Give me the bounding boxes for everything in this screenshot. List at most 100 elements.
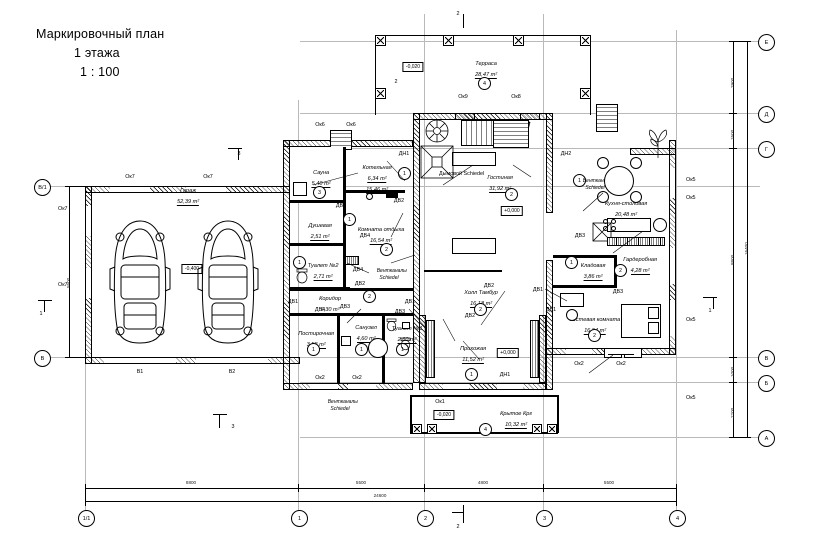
gridline-2: [424, 14, 425, 516]
dim-tick-r4: [729, 382, 737, 383]
marker-wc2: 1: [293, 256, 306, 269]
plant-icon-kitchen: [649, 129, 667, 158]
guest-lamp: [566, 309, 578, 321]
entry-closet-left: [426, 320, 435, 378]
wall-utility-v1: [337, 313, 340, 383]
room-shower-label: Душевая 2,51 m²: [302, 218, 332, 246]
dim-tick-l1: [65, 357, 85, 358]
chair-3: [597, 191, 609, 203]
level-porch: -0,020: [433, 410, 455, 420]
room-entry-area: 11,52 m²: [462, 356, 484, 365]
level-living: +0,000: [500, 206, 524, 216]
axis-marker-h-0: 1/1: [78, 510, 95, 527]
room-corridor-area: 6,30 m²: [320, 306, 340, 315]
dim-v-3: 8800: [730, 254, 735, 265]
gridline-3: [543, 14, 544, 516]
toilet-icon-wc2: [296, 268, 308, 284]
door-label-dv3-c: ДВ3: [574, 233, 586, 239]
dim-tick-b0: [85, 484, 86, 506]
axis-marker-v-e: Е: [758, 34, 775, 51]
section-line-garage: [238, 148, 239, 160]
entry-closet-right: [530, 320, 539, 378]
porch-edge-left: [410, 395, 412, 433]
axis-marker-v-b: В: [758, 350, 775, 367]
window-bottom-left-2: [348, 383, 376, 390]
window-right-lower: [669, 300, 676, 336]
vent-duct-center: [345, 256, 359, 265]
marker-pantry: 1: [565, 256, 578, 269]
window-garage-top-right: [186, 186, 226, 193]
room-shower-area: 2,51 m²: [310, 233, 330, 242]
house-wall-midright-upper: [546, 113, 553, 213]
terrace-column-br: [580, 88, 591, 99]
door-label-dv2-b: ДВ2: [354, 281, 366, 287]
bathtub-icon: [368, 338, 388, 358]
window-label-right-upper: Ок5: [686, 177, 696, 183]
entry-door-opening-1[interactable]: [443, 383, 469, 390]
terrace-inner-line: [375, 41, 590, 42]
room-entry-label: Прихожая 11,52 m²: [454, 341, 486, 369]
room-entry-name: Прихожая: [460, 345, 487, 352]
garage-door-b2[interactable]: [196, 357, 268, 364]
door-label-dv1-b: ДВ1: [404, 299, 416, 305]
dim-line-left: [69, 186, 70, 357]
section-line-top: [463, 14, 464, 28]
room-boiler-label: Котельная 6,34 m² 15,46 m²: [356, 160, 392, 199]
window-label-bottom-right-1: Ок2: [574, 361, 584, 367]
gridline-1: [298, 100, 299, 516]
room-boiler-area2: 15,46 m²: [366, 186, 389, 195]
room-kitchen-area: 20,48 m²: [615, 211, 638, 220]
room-rest-area: 16,54 m²: [370, 237, 393, 246]
terrace-pier-2: [520, 113, 540, 120]
living-floor-edge: [424, 270, 502, 272]
room-rest-label: Комната отдыха 16,54 m²: [352, 222, 404, 250]
axis-marker-v-d: Д: [758, 106, 775, 123]
marker-sauna: 3: [313, 186, 326, 199]
garage-door-b1[interactable]: [104, 357, 176, 364]
level-entry: +0,000: [496, 348, 520, 358]
axis-marker-left-top: В/1: [34, 179, 51, 196]
room-living-name: Гостиная: [487, 174, 513, 181]
toilet-icon-bathroom: [386, 318, 397, 332]
room-wardrobe-area: 4,28 m²: [630, 267, 650, 276]
section-mark-top-num: 2: [456, 11, 460, 17]
door-label-dn1-top: ДН1: [398, 151, 410, 157]
room-wc1-name: Туалет №1: [392, 325, 423, 332]
window-label-terrace-left: Ок9: [458, 94, 468, 100]
gridline-b: [300, 382, 760, 383]
guest-furniture: [560, 293, 584, 307]
dim-h-2: 5500: [355, 480, 367, 485]
dim-v-total: 16400: [744, 242, 749, 255]
room-boiler-area: 6,34 m²: [367, 175, 387, 184]
chair-2: [630, 157, 642, 169]
dim-tick-r2: [729, 148, 737, 149]
room-shower-name: Душевая: [308, 222, 332, 229]
door-label-b1: B1: [136, 369, 144, 375]
dim-tick-b4: [676, 484, 677, 506]
window-garage-left-upper: [85, 206, 92, 236]
section-line-bottom: [463, 505, 464, 523]
terrace-column-tr: [580, 35, 591, 46]
room-laundry-name: Постирочная: [298, 330, 334, 337]
door-label-dn1-bottom: ДН1: [499, 372, 511, 378]
pillow-1: [648, 307, 659, 319]
axis-marker-h-4: 4: [669, 510, 686, 527]
hob-burner-1: [603, 219, 608, 224]
car-1-icon: [109, 220, 171, 344]
entry-door-opening-2[interactable]: [497, 383, 523, 390]
drawing-title-line1: Маркировочный план: [36, 27, 165, 41]
terrace-edge-top: [375, 35, 590, 36]
gridline-4: [676, 30, 677, 516]
leader-lines: [312, 160, 644, 374]
dim-left: 5500: [66, 277, 71, 288]
window-bottom-left-1: [310, 383, 338, 390]
dim-line-bottom-2: [85, 501, 676, 502]
window-label-center-left-1: Ок6: [315, 122, 325, 128]
window-label-garage-left-lower: Ок7: [58, 282, 68, 288]
window-label-garage-top-left: Ок7: [125, 174, 135, 180]
porch-edge-right: [557, 395, 559, 433]
window-label-right-mid: Ок5: [686, 195, 696, 201]
terrace-column-tl: [375, 35, 386, 46]
wall-shower-right: [343, 200, 346, 290]
